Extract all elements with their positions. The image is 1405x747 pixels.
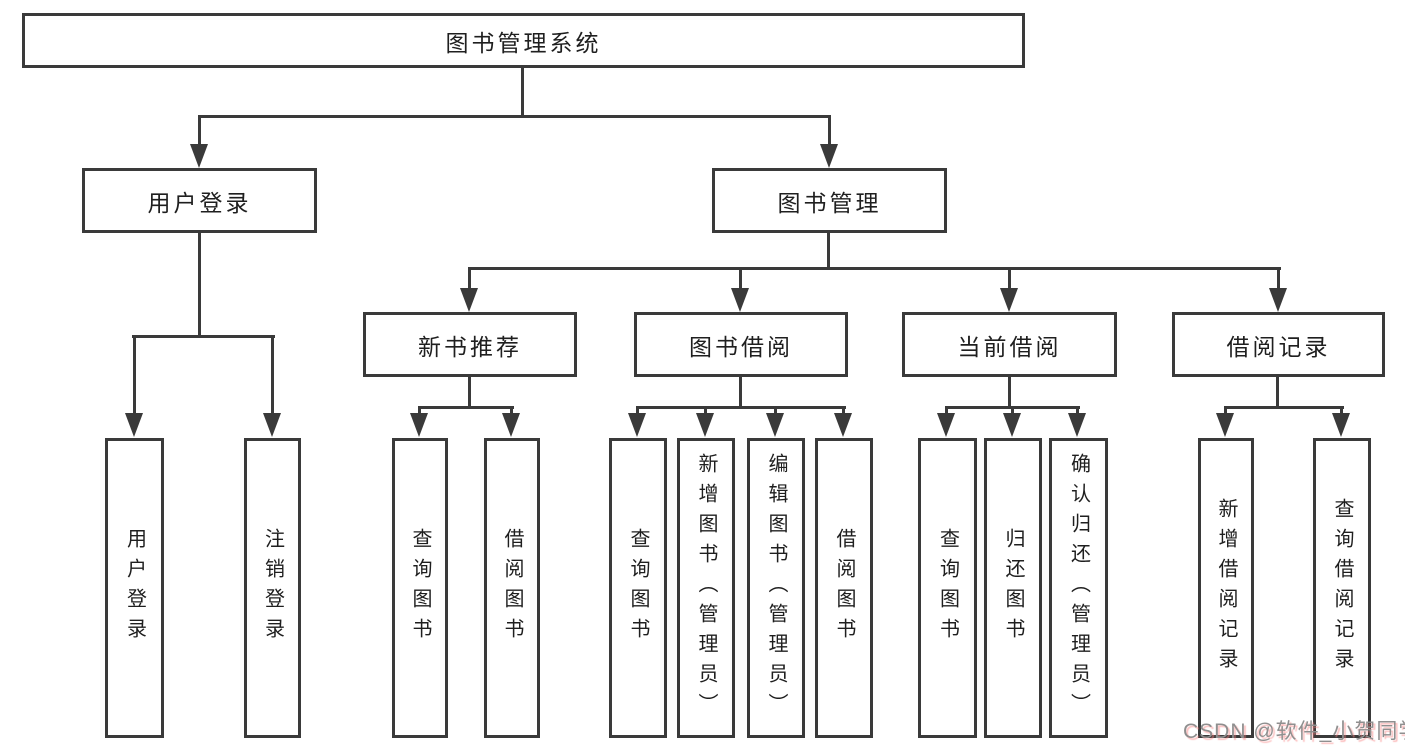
connector-stem-level3 xyxy=(1008,267,1011,291)
leaf-label: 用户登录 xyxy=(123,528,146,648)
connector-stub xyxy=(468,377,471,409)
connector-stem-level3 xyxy=(739,267,742,291)
connector-user-login-stub xyxy=(198,233,201,338)
connector-rail xyxy=(636,406,846,409)
node-label: 用户登录 xyxy=(147,189,252,216)
leaf-edit-book-admin: 编辑图书（管理员） xyxy=(747,438,805,738)
leaf-add-borrow-record: 新增借阅记录 xyxy=(1198,438,1254,738)
node-book-borrow: 图书借阅 xyxy=(634,312,848,377)
leaf-borrow-books-recommend: 借阅图书 xyxy=(484,438,540,738)
connector-book-management-stub xyxy=(827,233,830,270)
leaf-label: 新增借阅记录 xyxy=(1215,498,1237,678)
connector-root-stub xyxy=(521,68,524,118)
connector-stem-leaf xyxy=(133,335,136,415)
connector-stub xyxy=(739,377,742,409)
arrowhead-down-icon xyxy=(125,413,143,437)
leaf-query-books-recommend: 查询图书 xyxy=(392,438,448,738)
connector-level3-rail xyxy=(468,267,1281,270)
connector-stem-leaf xyxy=(704,406,707,416)
leaf-label: 归还图书 xyxy=(1002,528,1024,648)
connector-stub xyxy=(1008,377,1011,409)
connector-stem-leaf xyxy=(945,406,948,416)
connector-stem-leaf xyxy=(1340,406,1343,416)
node-root-label: 图书管理系统 xyxy=(445,29,602,56)
connector-stem-leaf xyxy=(636,406,639,416)
leaf-label: 确认归还（管理员） xyxy=(1067,453,1090,723)
node-label: 当前借阅 xyxy=(957,333,1062,360)
arrowhead-down-icon xyxy=(460,288,478,312)
arrowhead-down-icon xyxy=(937,413,955,437)
arrowhead-down-icon xyxy=(263,413,281,437)
arrowhead-down-icon xyxy=(410,413,428,437)
node-user-login: 用户登录 xyxy=(82,168,317,233)
connector-stem-book-management xyxy=(828,115,831,147)
node-new-book-recommend: 新书推荐 xyxy=(363,312,577,377)
node-root: 图书管理系统 xyxy=(22,13,1025,68)
connector-stem-leaf xyxy=(774,406,777,416)
leaf-label: 借阅图书 xyxy=(833,528,855,648)
leaf-label: 新增图书（管理员） xyxy=(695,453,717,723)
node-current-borrow: 当前借阅 xyxy=(902,312,1117,377)
leaf-confirm-return-admin: 确认归还（管理员） xyxy=(1049,438,1108,738)
arrowhead-down-icon xyxy=(696,413,714,437)
connector-stem-leaf xyxy=(1224,406,1227,416)
connector-stem-leaf xyxy=(271,335,274,415)
leaf-query-borrow-record: 查询借阅记录 xyxy=(1313,438,1371,738)
arrowhead-down-icon xyxy=(820,144,838,168)
node-label: 图书借阅 xyxy=(689,333,793,360)
leaf-logout: 注销登录 xyxy=(244,438,301,738)
connector-stem-leaf xyxy=(842,406,845,416)
arrowhead-down-icon xyxy=(1003,413,1021,437)
leaf-label: 查询图书 xyxy=(409,528,431,648)
node-label: 借阅记录 xyxy=(1226,333,1331,360)
node-borrow-records: 借阅记录 xyxy=(1172,312,1385,377)
connector-stem-level3 xyxy=(468,267,471,291)
arrowhead-down-icon xyxy=(1000,288,1018,312)
leaf-query-books-current: 查询图书 xyxy=(918,438,977,738)
connector-stem-leaf xyxy=(510,406,513,416)
arrowhead-down-icon xyxy=(502,413,520,437)
connector-stem-leaf xyxy=(1011,406,1014,416)
arrowhead-down-icon xyxy=(731,288,749,312)
arrowhead-down-icon xyxy=(1216,413,1234,437)
connector-rail xyxy=(1224,406,1344,409)
node-label: 新书推荐 xyxy=(418,333,522,360)
leaf-query-books-borrow: 查询图书 xyxy=(609,438,667,738)
connector-stem-user-login xyxy=(198,115,201,147)
leaf-borrow-books: 借阅图书 xyxy=(815,438,873,738)
leaf-label: 查询图书 xyxy=(936,528,959,648)
arrowhead-down-icon xyxy=(628,413,646,437)
node-label: 图书管理 xyxy=(777,189,882,216)
leaf-return-book: 归还图书 xyxy=(984,438,1042,738)
arrowhead-down-icon xyxy=(1269,288,1287,312)
leaf-label: 查询图书 xyxy=(627,528,649,648)
arrowhead-down-icon xyxy=(834,413,852,437)
leaf-label: 编辑图书（管理员） xyxy=(765,453,787,723)
node-book-management: 图书管理 xyxy=(712,168,947,233)
connector-rail xyxy=(418,406,514,409)
connector-user-login-rail xyxy=(132,335,275,338)
connector-level2-rail xyxy=(198,115,831,118)
connector-stub xyxy=(1276,377,1279,409)
csdn-watermark: CSDN @软件_小贺同学 xyxy=(1183,720,1405,743)
leaf-add-book-admin: 新增图书（管理员） xyxy=(677,438,735,738)
leaf-user-login: 用户登录 xyxy=(105,438,164,738)
arrowhead-down-icon xyxy=(1332,413,1350,437)
arrowhead-down-icon xyxy=(1068,413,1086,437)
connector-stem-leaf xyxy=(1076,406,1079,416)
arrowhead-down-icon xyxy=(190,144,208,168)
leaf-label: 借阅图书 xyxy=(501,528,523,648)
connector-stem-level3 xyxy=(1277,267,1280,291)
leaf-label: 查询借阅记录 xyxy=(1331,498,1353,678)
connector-stem-leaf xyxy=(418,406,421,416)
leaf-label: 注销登录 xyxy=(261,528,284,648)
arrowhead-down-icon xyxy=(766,413,784,437)
